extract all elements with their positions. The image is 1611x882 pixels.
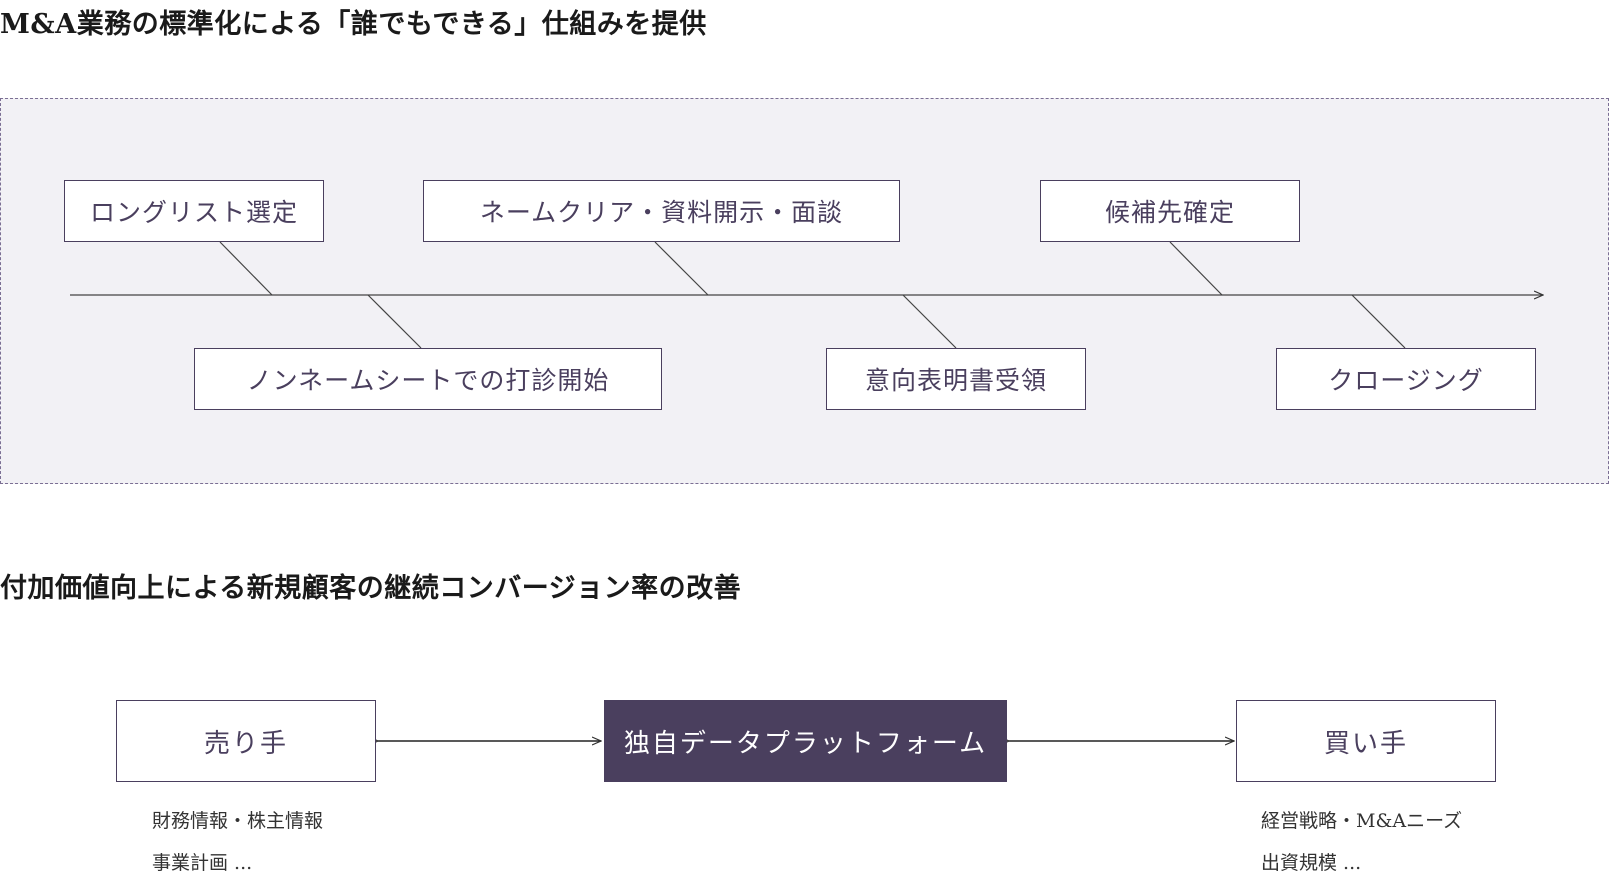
step-longlist-selection: ロングリスト選定 [64,180,324,242]
step-candidate-confirmed: 候補先確定 [1040,180,1300,242]
buyer-note: 出資規模 ... [1261,852,1362,874]
step-nonname-sheet-outreach: ノンネームシートでの打診開始 [194,348,662,410]
step-nameclear-disclosure-meeting: ネームクリア・資料開示・面談 [423,180,900,242]
buyer-box: 買い手 [1236,700,1496,782]
process-flow-panel [0,98,1609,484]
step-loi-received: 意向表明書受領 [826,348,1086,410]
data-platform-box: 独自データプラットフォーム [604,700,1007,782]
seller-note: 財務情報・株主情報 [152,810,324,832]
seller-note: 事業計画 ... [152,852,253,874]
section-2-title: 付加価値向上による新規顧客の継続コンバージョン率の改善 [0,573,742,604]
seller-box: 売り手 [116,700,376,782]
section-1-title: M&A業務の標準化による「誰でもできる」仕組みを提供 [0,9,707,40]
step-closing: クロージング [1276,348,1536,410]
buyer-note: 経営戦略・M&Aニーズ [1261,810,1463,832]
